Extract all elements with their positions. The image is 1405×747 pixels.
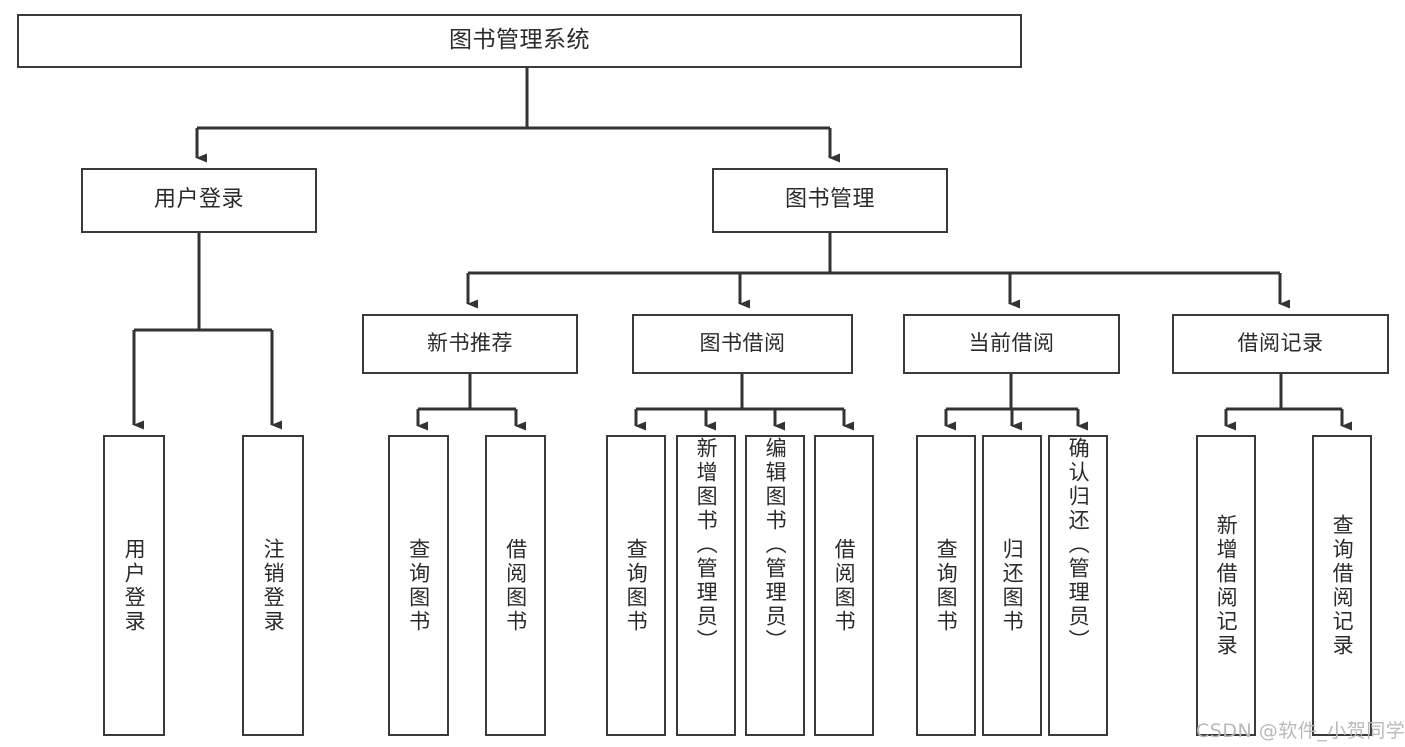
node-leaf-query-book-current-label: 查询图书: [934, 537, 959, 634]
node-leaf-user-login[interactable]: 用户登录: [103, 435, 165, 736]
leaf-text-wrap: 注销登录: [244, 437, 302, 734]
node-leaf-query-book-recommend[interactable]: 查询图书: [388, 435, 449, 736]
node-leaf-borrow-book-recommend-label: 借阅图书: [503, 537, 528, 634]
node-leaf-logout-login[interactable]: 注销登录: [242, 435, 304, 736]
node-root-label: 图书管理系统: [449, 27, 590, 54]
node-current-borrow[interactable]: 当前借阅: [903, 314, 1120, 374]
node-borrow-record-label: 借阅记录: [1237, 331, 1324, 356]
node-leaf-return-book-label: 归还图书: [1000, 537, 1025, 634]
node-leaf-borrow-book-borrow[interactable]: 借阅图书: [814, 435, 874, 736]
csdn-watermark: CSDN @软件_小贺同学: [1196, 720, 1405, 742]
node-leaf-add-book-admin-label: 新增图书（管理员）: [694, 437, 719, 653]
node-leaf-borrow-book-borrow-label: 借阅图书: [832, 537, 857, 634]
leaf-text-wrap: 确认归还（管理员）: [1050, 437, 1106, 734]
leaf-text-wrap: 查询图书: [608, 437, 664, 734]
node-leaf-query-book-current[interactable]: 查询图书: [916, 435, 976, 736]
leaf-text-wrap: 借阅图书: [816, 437, 872, 734]
node-leaf-add-borrow-record-label: 新增借阅记录: [1214, 513, 1239, 658]
node-book-manage-label: 图书管理: [784, 187, 875, 213]
node-leaf-add-book-admin[interactable]: 新增图书（管理员）: [676, 435, 736, 736]
connector-lines: [132, 68, 1352, 431]
node-leaf-add-borrow-record[interactable]: 新增借阅记录: [1196, 435, 1256, 736]
leaf-text-wrap: 查询图书: [390, 437, 447, 734]
node-leaf-query-book-borrow[interactable]: 查询图书: [606, 435, 666, 736]
leaf-text-wrap: 归还图书: [984, 437, 1040, 734]
leaf-text-wrap: 查询图书: [918, 437, 974, 734]
leaf-text-wrap: 新增借阅记录: [1198, 437, 1254, 734]
leaf-text-wrap: 借阅图书: [487, 437, 544, 734]
node-book-borrow[interactable]: 图书借阅: [632, 314, 853, 374]
node-leaf-query-book-recommend-label: 查询图书: [406, 537, 431, 634]
node-user-login[interactable]: 用户登录: [81, 168, 317, 233]
node-leaf-confirm-return-admin-label: 确认归还（管理员）: [1066, 437, 1091, 653]
node-leaf-confirm-return-admin[interactable]: 确认归还（管理员）: [1048, 435, 1108, 736]
node-leaf-edit-book-admin[interactable]: 编辑图书（管理员）: [745, 435, 805, 736]
node-leaf-return-book[interactable]: 归还图书: [982, 435, 1042, 736]
node-new-book-recommend-label: 新书推荐: [427, 331, 513, 356]
leaf-text-wrap: 编辑图书（管理员）: [747, 437, 803, 734]
node-leaf-edit-book-admin-label: 编辑图书（管理员）: [763, 437, 788, 653]
node-leaf-query-borrow-record-label: 查询借阅记录: [1330, 513, 1355, 658]
node-book-borrow-label: 图书借阅: [699, 331, 786, 356]
node-leaf-logout-login-label: 注销登录: [261, 537, 286, 634]
node-borrow-record[interactable]: 借阅记录: [1172, 314, 1389, 374]
node-user-login-label: 用户登录: [153, 187, 244, 213]
node-leaf-user-login-label: 用户登录: [122, 537, 147, 634]
node-new-book-recommend[interactable]: 新书推荐: [362, 314, 578, 374]
node-leaf-query-borrow-record[interactable]: 查询借阅记录: [1312, 435, 1372, 736]
leaf-text-wrap: 新增图书（管理员）: [678, 437, 734, 734]
leaf-text-wrap: 用户登录: [105, 437, 163, 734]
node-book-manage[interactable]: 图书管理: [712, 168, 948, 233]
leaf-text-wrap: 查询借阅记录: [1314, 437, 1370, 734]
node-root-system[interactable]: 图书管理系统: [17, 14, 1022, 68]
node-leaf-query-book-borrow-label: 查询图书: [624, 537, 649, 634]
node-leaf-borrow-book-recommend[interactable]: 借阅图书: [485, 435, 546, 736]
node-current-borrow-label: 当前借阅: [968, 331, 1055, 356]
